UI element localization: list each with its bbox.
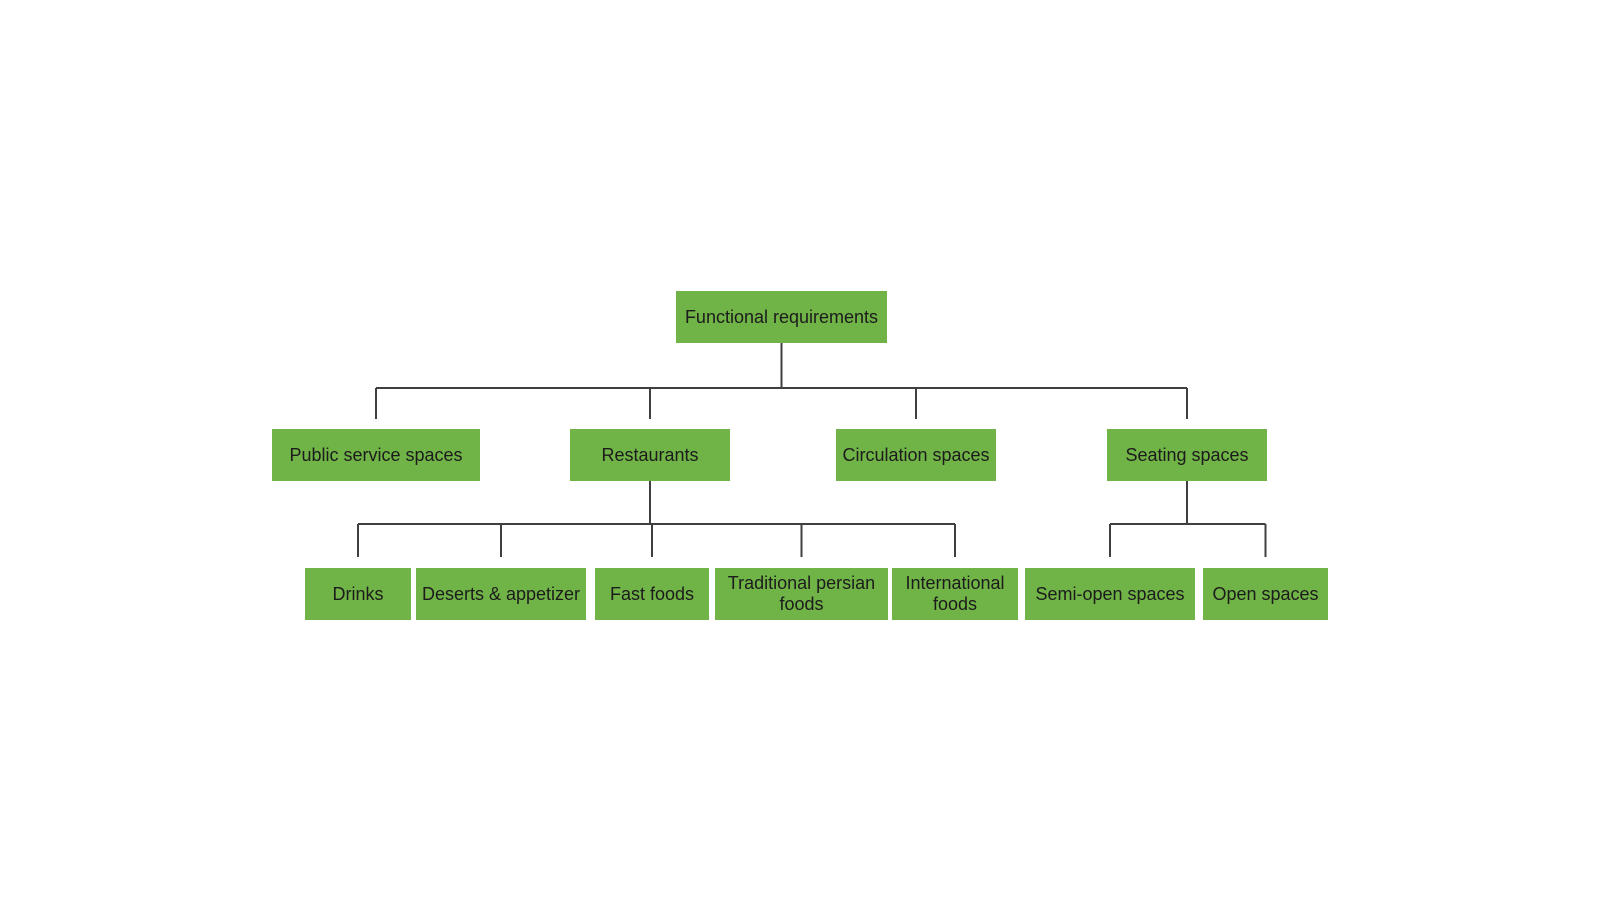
node-circulation-spaces: Circulation spaces (836, 429, 996, 481)
node-fast-foods: Fast foods (595, 568, 709, 620)
node-functional-requirements: Functional requirements (676, 291, 887, 343)
node-traditional-persian-foods: Traditional persian foods (715, 568, 888, 620)
node-seating-spaces: Seating spaces (1107, 429, 1267, 481)
connector-root-to-level2 (375, 343, 1188, 419)
node-semi-open-spaces: Semi-open spaces (1025, 568, 1195, 620)
connector-restaurants-to-children (357, 481, 956, 557)
node-deserts-appetizer: Deserts & appetizer (416, 568, 586, 620)
connector-seating-to-children (1109, 481, 1267, 557)
node-open-spaces: Open spaces (1203, 568, 1328, 620)
node-restaurants: Restaurants (570, 429, 730, 481)
node-international-foods: International foods (892, 568, 1018, 620)
node-public-service-spaces: Public service spaces (272, 429, 480, 481)
node-drinks: Drinks (305, 568, 411, 620)
